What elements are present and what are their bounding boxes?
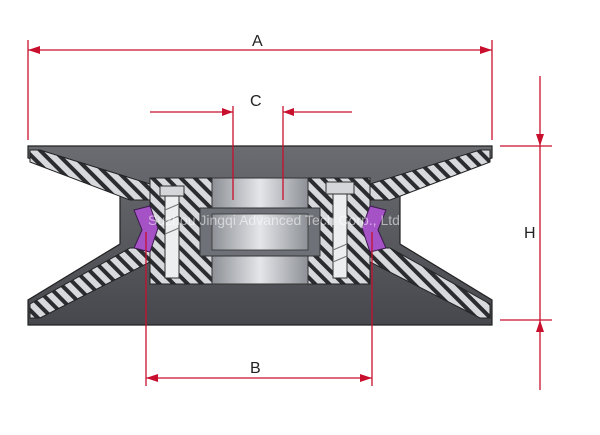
dim-h-arrow-top: [536, 134, 544, 146]
right-purple-insert: [361, 205, 387, 253]
dim-label-h: H: [524, 225, 536, 242]
dim-a-arrow-left: [28, 46, 40, 54]
dim-c-arrow-left: [222, 108, 233, 116]
right-bolt: [325, 181, 355, 279]
dim-label-b: B: [250, 360, 261, 377]
dim-b-arrow-right: [360, 374, 372, 382]
dim-label-c: C: [250, 93, 262, 110]
left-bolt: [159, 185, 185, 279]
bore-inner: [211, 213, 309, 251]
dim-a-arrow-right: [480, 46, 492, 54]
pulley-body: [27, 145, 493, 326]
dim-c-arrow-right: [283, 108, 294, 116]
left-purple-insert: [133, 205, 159, 253]
dim-h-arrow-bottom: [536, 320, 544, 332]
dimension-lines: [27, 40, 552, 390]
watermark-text: Suzhou Jingqi Advanced Tech Corp., Ltd.: [148, 212, 404, 228]
dim-label-a: A: [252, 33, 263, 50]
dim-b-arrow-left: [146, 374, 158, 382]
